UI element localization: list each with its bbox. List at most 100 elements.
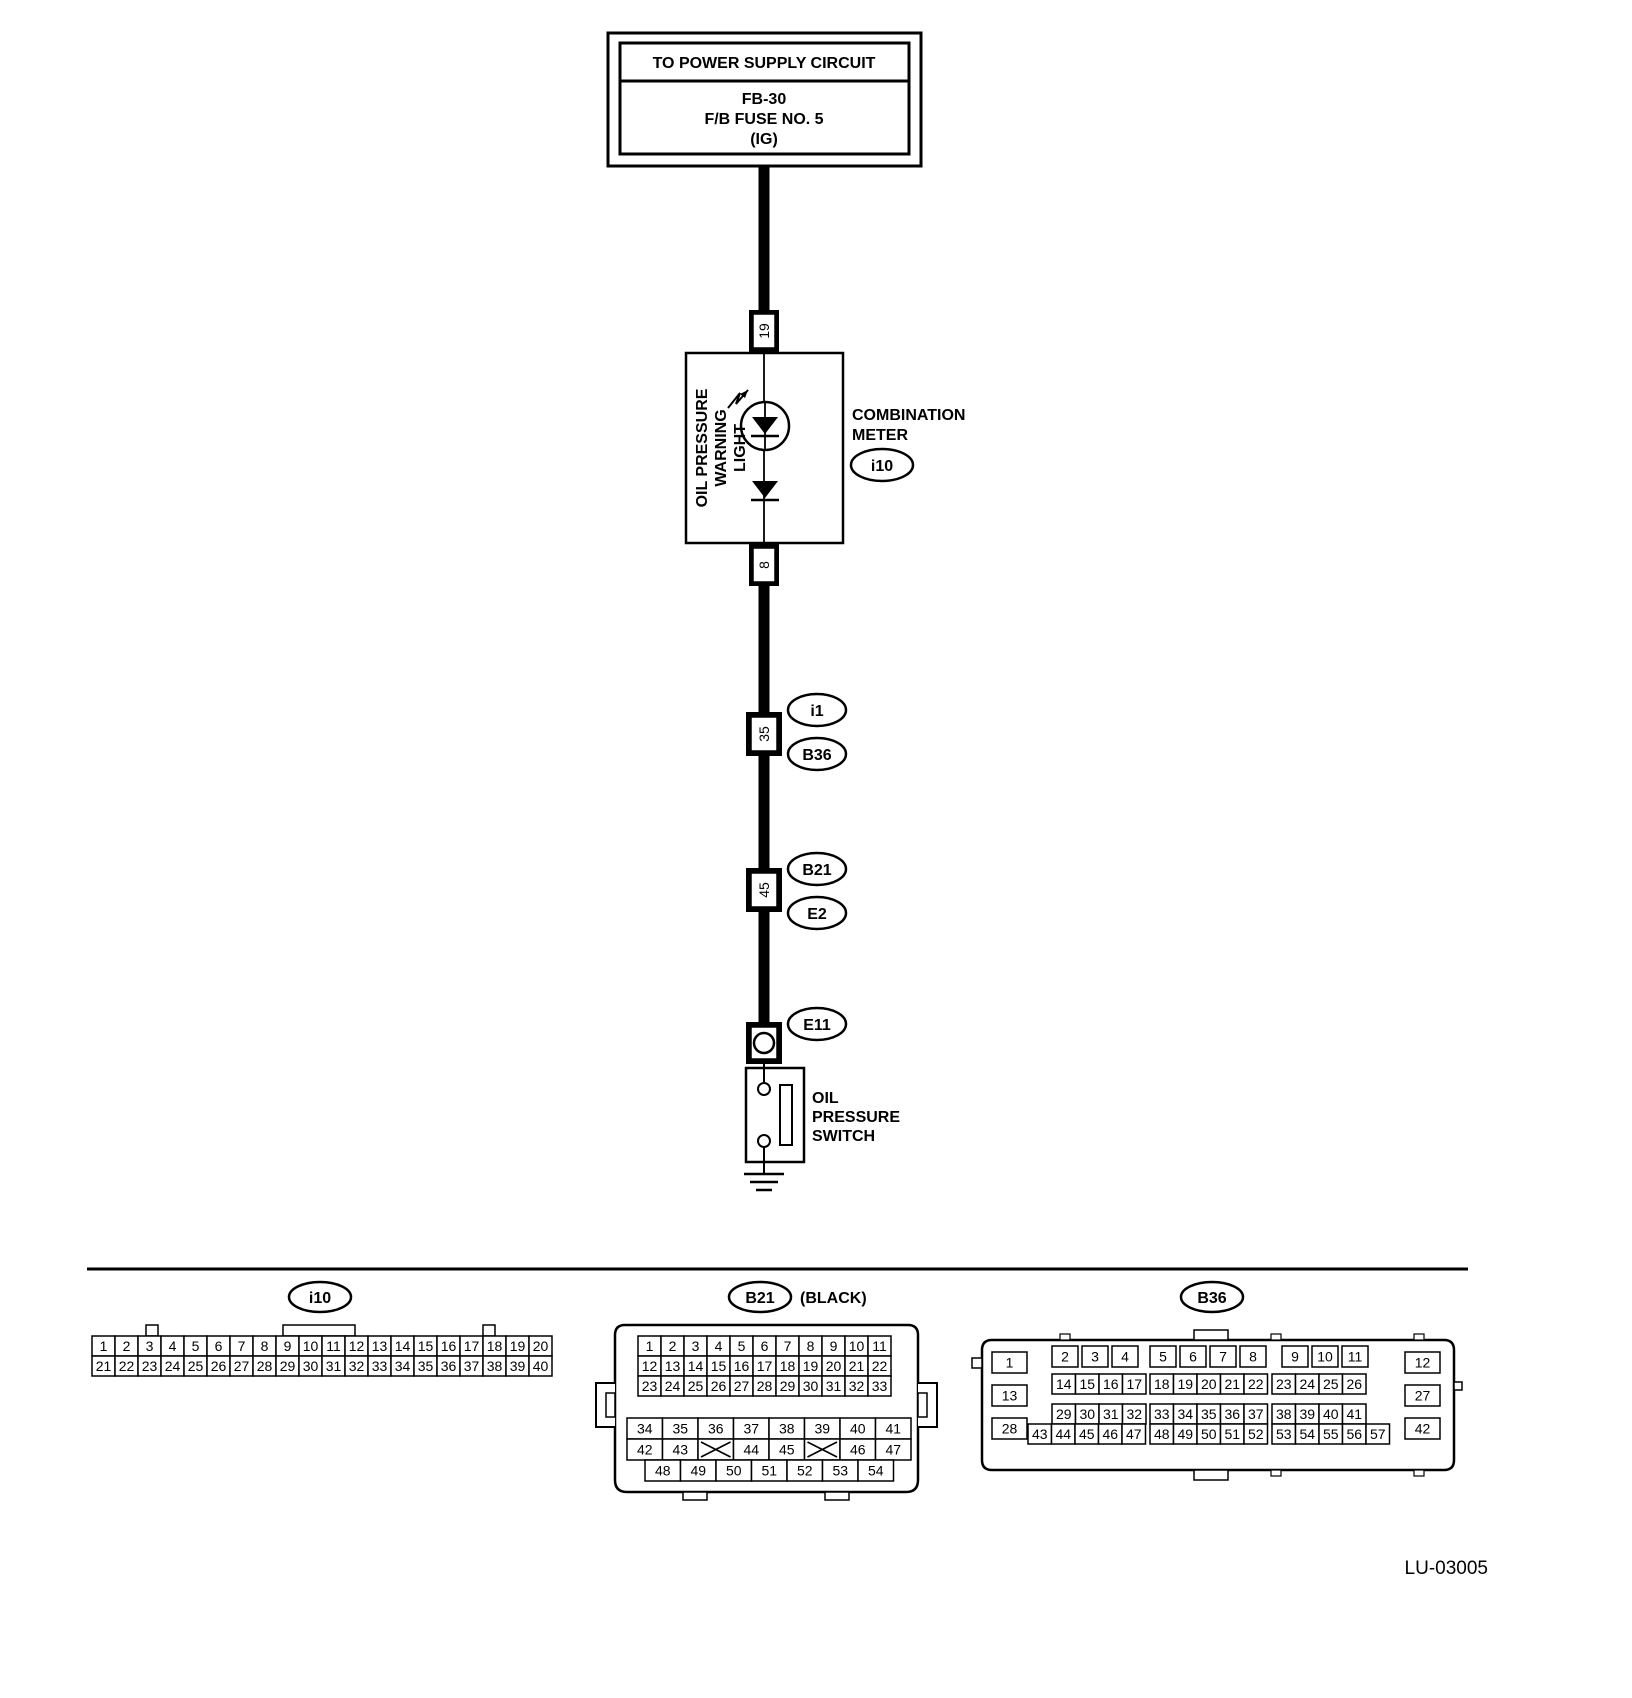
b36-pin-56: 56 [1346,1426,1362,1442]
b21-pin-49: 49 [690,1463,706,1479]
b21-pin-12: 12 [642,1358,658,1374]
b21-pin-37: 37 [743,1421,759,1437]
b36-key-right [1453,1381,1463,1391]
i10-pin-4: 4 [169,1338,177,1354]
i10-pin-16: 16 [441,1338,457,1354]
i10-pin-38: 38 [487,1358,503,1374]
b36-pin-24: 24 [1299,1376,1315,1392]
b21-pin-10: 10 [849,1338,865,1354]
b36-pin-53: 53 [1276,1426,1292,1442]
i10-pin-1: 1 [100,1338,108,1354]
b36-pin-21: 21 [1224,1376,1240,1392]
b36-pin-35: 35 [1201,1406,1217,1422]
i10-pin-3: 3 [146,1338,154,1354]
i10-pin-30: 30 [303,1358,319,1374]
b21-pin-48: 48 [655,1463,671,1479]
b36-key-left [971,1357,983,1369]
b36-pin-48: 48 [1154,1426,1170,1442]
blank-pin-mark [700,1441,731,1458]
b21-pin-46: 46 [850,1442,866,1458]
b36-pin-34: 34 [1177,1406,1193,1422]
b21-pin-25: 25 [688,1378,704,1394]
b36-pin-3-cell [1081,1345,1109,1368]
figure-id: LU-03005 [1405,1558,1488,1579]
b21-pin-19: 19 [803,1358,819,1374]
i10-pin-24: 24 [165,1358,181,1374]
b36-pin-1: 1 [1006,1355,1014,1371]
b36-pin-13: 13 [1002,1388,1018,1404]
b36-top-notch [1059,1333,1071,1341]
i10-pin-21: 21 [96,1358,112,1374]
b36-pin-57: 57 [1370,1426,1386,1442]
b36-pin-52: 52 [1248,1426,1264,1442]
combination-meter-label-1: COMBINATION [852,407,965,424]
b36-pin-2-cell [1051,1345,1079,1368]
b21-connector-name: B21 [745,1290,774,1307]
i10-pin-37: 37 [464,1358,480,1374]
i10-connector-name: i10 [309,1290,331,1307]
b36-pin-10-cell [1311,1345,1339,1368]
b21-pin-8: 8 [807,1338,815,1354]
b36-pin-17-cell [1121,1373,1147,1395]
light-rays-icon [727,389,749,409]
b36-pin-11: 11 [1348,1349,1363,1365]
b21-pin-38: 38 [779,1421,795,1437]
b36-pin-54: 54 [1299,1426,1315,1442]
i10-pin-27: 27 [234,1358,250,1374]
blank-pin-mark [807,1441,838,1458]
i10-pin-22: 22 [119,1358,135,1374]
i10-pin-33: 33 [372,1358,388,1374]
b36-pin-46: 46 [1102,1426,1118,1442]
b36-pin-15: 15 [1079,1376,1095,1392]
b36-pin-43: 43 [1032,1426,1048,1442]
b21-pin-54-cell [857,1459,895,1482]
i10-pin-7: 7 [238,1338,246,1354]
warning-light-label-2: WARNING [713,409,730,486]
b36-top-notch [1270,1333,1282,1341]
b36-pin-10: 10 [1317,1349,1333,1365]
b21-pin-27: 27 [734,1378,750,1394]
b36-connector-name-oval [1179,1280,1245,1314]
b36-pin-37: 37 [1248,1406,1264,1422]
b21-pin-39: 39 [814,1421,830,1437]
i10-pin-13: 13 [372,1338,388,1354]
i10-pin-36: 36 [441,1358,457,1374]
b36-pin-51: 51 [1224,1426,1240,1442]
i10-pin-32: 32 [349,1358,365,1374]
b36-pin-27-cell [1404,1384,1441,1407]
b36-pin-12: 12 [1415,1355,1431,1371]
i10-pin-29: 29 [280,1358,296,1374]
b21-pin-33: 33 [872,1378,888,1394]
connector-tag-i1: i1 [810,703,823,720]
combination-meter: 19 OIL PRESSURE WARNING LIGHT 8 COMBINAT… [684,310,965,586]
i10-pin-18: 18 [487,1338,503,1354]
i10-pin-12: 12 [349,1338,365,1354]
b36-pin-41: 41 [1346,1406,1362,1422]
i10-key [482,1324,496,1337]
b21-pin-15: 15 [711,1358,727,1374]
b36-pin-22: 22 [1248,1376,1264,1392]
i10-pin-9: 9 [284,1338,292,1354]
b36-pin-44: 44 [1055,1426,1071,1442]
b36-pin-4: 4 [1121,1349,1129,1365]
b36-pin-30: 30 [1079,1406,1095,1422]
b36-pin-55: 55 [1323,1426,1339,1442]
b21-pin-14: 14 [688,1358,704,1374]
b36-pin-11-cell [1341,1345,1369,1368]
b36-top-notch [1413,1333,1425,1341]
power-box-title: TO POWER SUPPLY CIRCUIT [653,55,876,72]
b36-bottom-notch [1413,1469,1425,1477]
b21-pin-33-cell [867,1375,892,1397]
i10-pin-5: 5 [192,1338,200,1354]
i10-key [145,1324,159,1337]
b21-pin-24: 24 [665,1378,681,1394]
i10-pin-20: 20 [533,1338,549,1354]
i10-pin-2: 2 [123,1338,131,1354]
b36-pin-13-cell [991,1384,1028,1407]
combination-meter-label-2: METER [852,427,908,444]
b21-pin-16: 16 [734,1358,750,1374]
oil-pressure-switch: E11 OIL PRESSURE SWITCH [744,1006,900,1192]
i10-pin-31: 31 [326,1358,342,1374]
b21-pin-18: 18 [780,1358,796,1374]
